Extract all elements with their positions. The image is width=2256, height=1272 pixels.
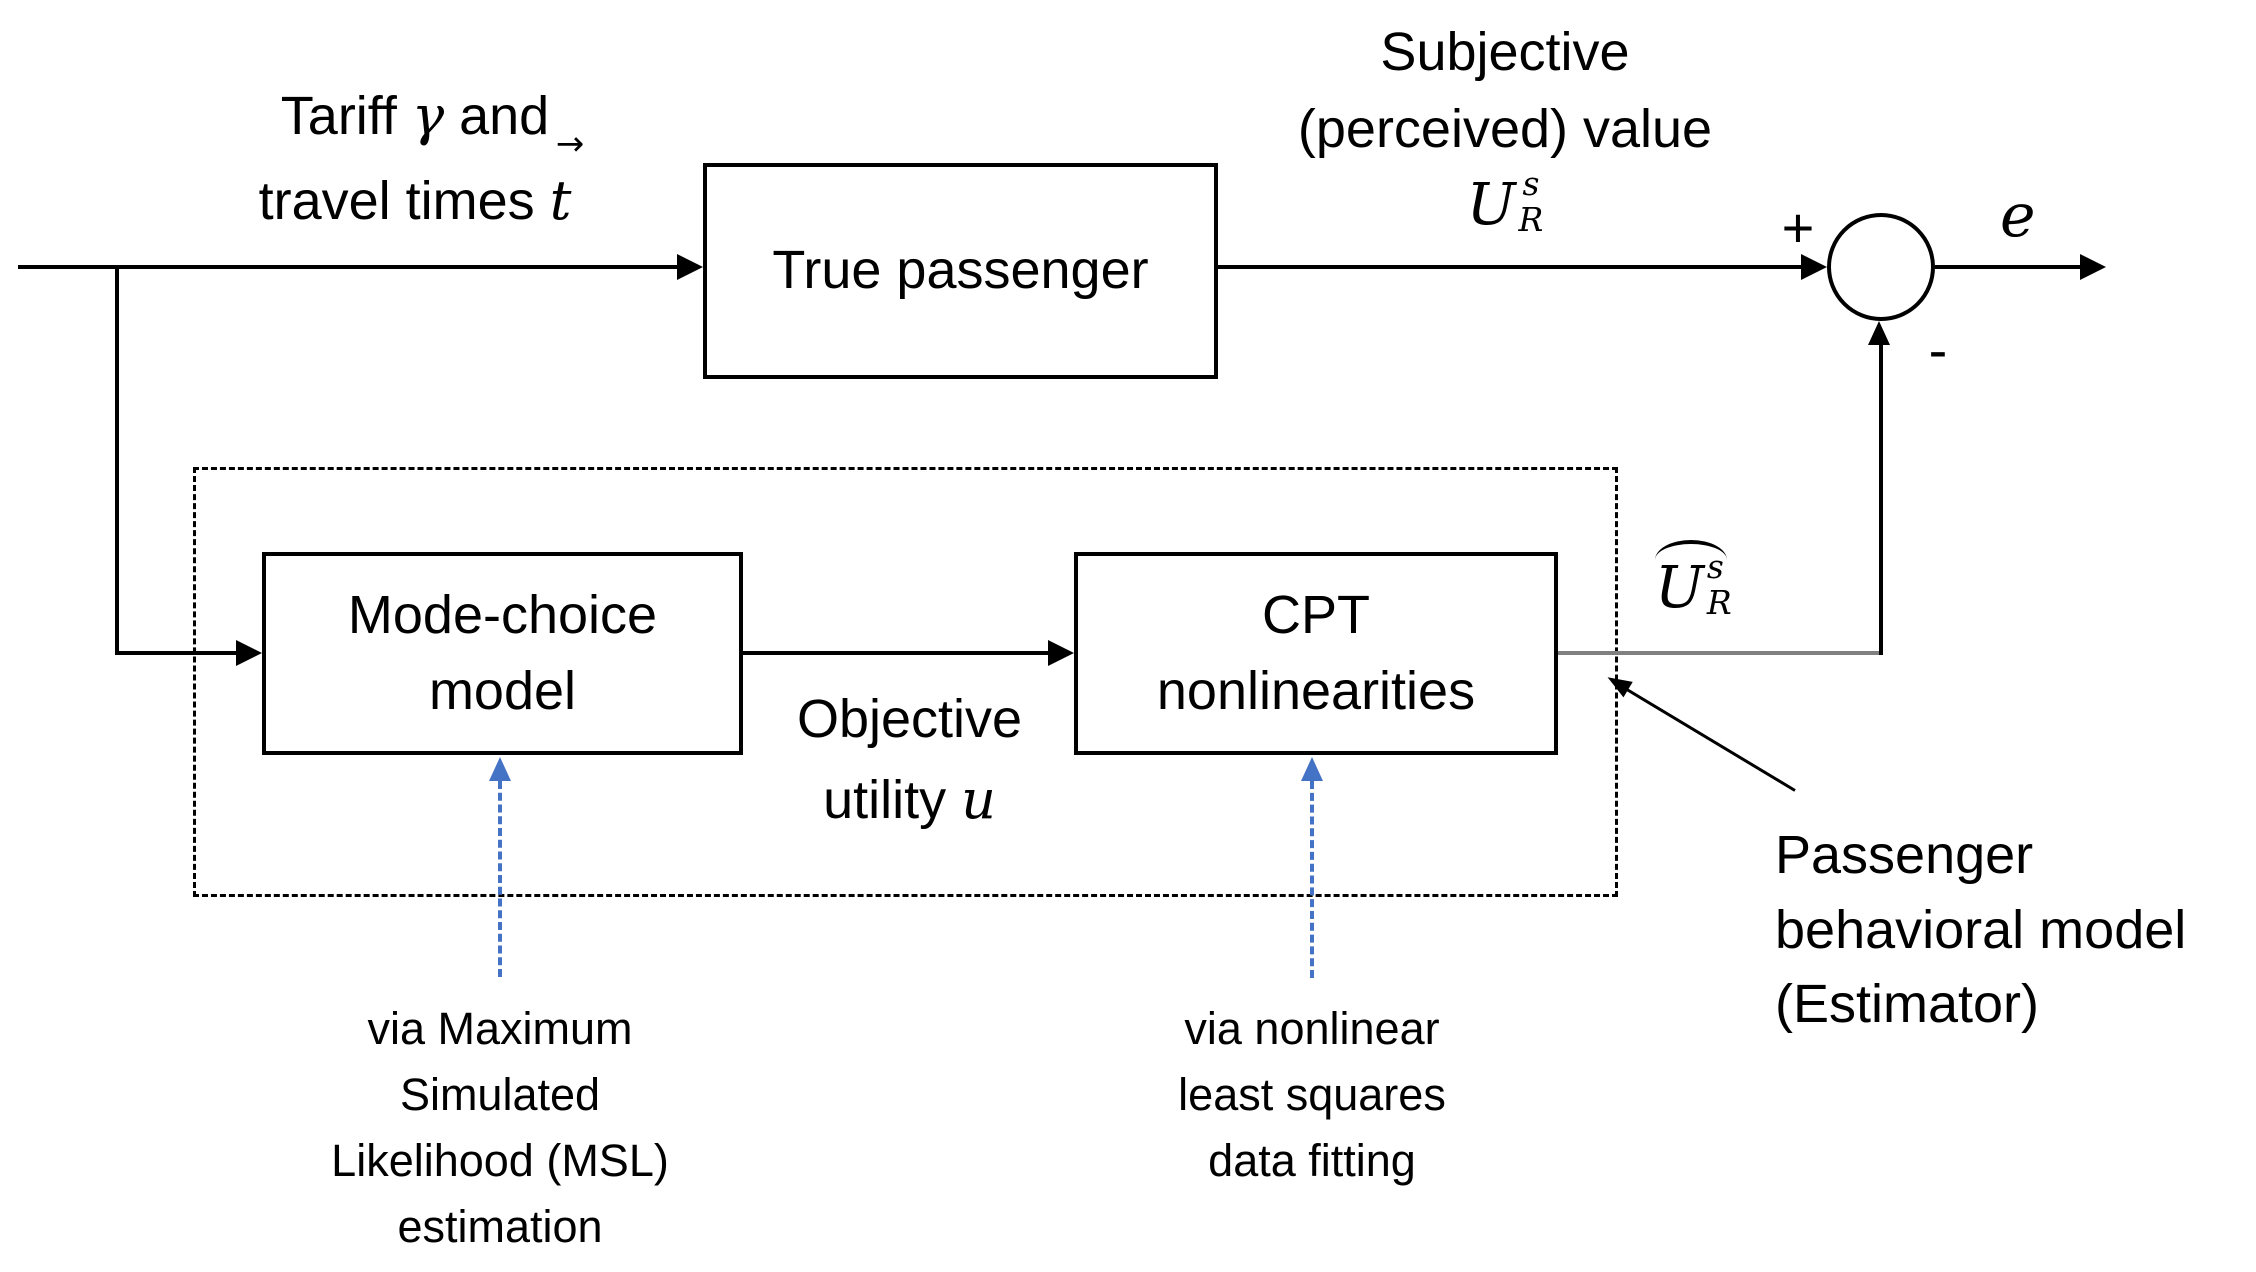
arrowhead-sum-left-icon — [1801, 254, 1827, 280]
estimator-caption-line2: behavioral model — [1775, 899, 2187, 960]
arrowhead-sum-bottom-icon — [1868, 321, 1890, 345]
msl-annotation: via Maximum Simulated Likelihood (MSL) e… — [290, 996, 710, 1260]
arrowhead-cpt-icon — [1048, 640, 1074, 666]
branch-line-horizontal — [115, 651, 238, 655]
msl-annotation-line1: via Maximum — [367, 1003, 633, 1054]
arrowhead-true-passenger-icon — [677, 254, 703, 280]
error-label: e — [2000, 181, 2036, 251]
subjective-value-label: Subjective (perceived) value U s R — [1270, 14, 1740, 239]
u-symbol: U — [1466, 170, 1516, 239]
line-mode-choice-to-cpt — [743, 651, 1050, 655]
cpt-label-line2: nonlinearities — [1156, 660, 1476, 721]
msl-arrowhead-icon — [489, 757, 511, 781]
mode-choice-label-line2: model — [428, 660, 577, 721]
msl-annotation-line3: Likelihood (MSL) — [331, 1135, 669, 1186]
cpt-label-line1: CPT — [1262, 584, 1370, 645]
objective-label-line1: Objective — [796, 689, 1023, 749]
true-passenger-block: True passenger — [703, 163, 1218, 379]
nls-annotation-line1: via nonlinear — [1184, 1003, 1440, 1054]
msl-dashed-arrow — [498, 781, 502, 977]
estimator-dashed-box — [193, 467, 1618, 897]
estimator-caption-line3: (Estimator) — [1775, 974, 2040, 1035]
mode-choice-block: Mode-choice model — [262, 552, 743, 755]
nls-annotation-line3: data fitting — [1208, 1135, 1416, 1186]
subjective-label-line2: (perceived) value — [1297, 98, 1713, 159]
estimator-caption-line1: Passenger — [1775, 825, 2034, 885]
utility-u-symbol: u — [961, 767, 996, 831]
estimator-caption: Passenger behavioral model (Estimator) — [1775, 818, 2186, 1042]
branch-line-vertical — [115, 265, 119, 655]
line-sum-to-output — [1935, 265, 2082, 269]
subjective-label-line1: Subjective — [1380, 22, 1630, 82]
line-true-passenger-to-sum — [1218, 265, 1803, 269]
objective-utility-label: Objective utility u — [752, 680, 1067, 841]
line-cpt-output — [1558, 651, 1883, 655]
diagonal-annotation-arrow — [1602, 669, 1796, 792]
input-label: Tariff γ and travel times t→ — [220, 74, 610, 243]
sum-junction-circle — [1827, 213, 1935, 321]
vector-arrow-icon: → — [555, 123, 585, 164]
plus-sign: + — [1781, 196, 1815, 259]
input-label-line1-text: Tariff — [280, 86, 412, 146]
arrowhead-output-icon — [2080, 254, 2106, 280]
minus-sign: - — [1928, 318, 1948, 381]
hat-accent-icon — [1655, 540, 1727, 560]
travel-time-vector-symbol: t→ — [549, 127, 585, 243]
u-superscript: s — [1522, 164, 1540, 204]
nls-annotation-line2: least squares — [1178, 1069, 1446, 1120]
u-subscript: R — [1518, 200, 1544, 240]
u-r-s-label: U s R — [1270, 167, 1740, 240]
arrowhead-mode-choice-icon — [236, 640, 262, 666]
input-line-top — [18, 265, 679, 269]
t-symbol: t — [549, 168, 572, 232]
u-r-s-hat-label: U s R — [1655, 540, 1732, 622]
objective-label-line2-text: utility — [823, 769, 962, 830]
true-passenger-label: True passenger — [772, 240, 1149, 301]
u-hat-subscript: R — [1706, 583, 1732, 622]
input-label-line2-text: travel times — [258, 170, 550, 231]
nls-dashed-arrow — [1310, 781, 1314, 978]
cpt-block: CPT nonlinearities — [1074, 552, 1558, 755]
nls-annotation: via nonlinear least squares data fitting — [1102, 996, 1522, 1194]
mode-choice-label-line1: Mode-choice — [347, 584, 658, 645]
nls-arrowhead-icon — [1301, 757, 1323, 781]
msl-annotation-line2: Simulated — [399, 1069, 601, 1120]
input-label-line1-suffix: and — [444, 86, 550, 146]
feedback-line-vertical — [1879, 345, 1883, 655]
u-hat-symbol: U — [1655, 553, 1704, 621]
gamma-symbol: γ — [411, 84, 445, 147]
msl-annotation-line4: estimation — [397, 1201, 603, 1252]
